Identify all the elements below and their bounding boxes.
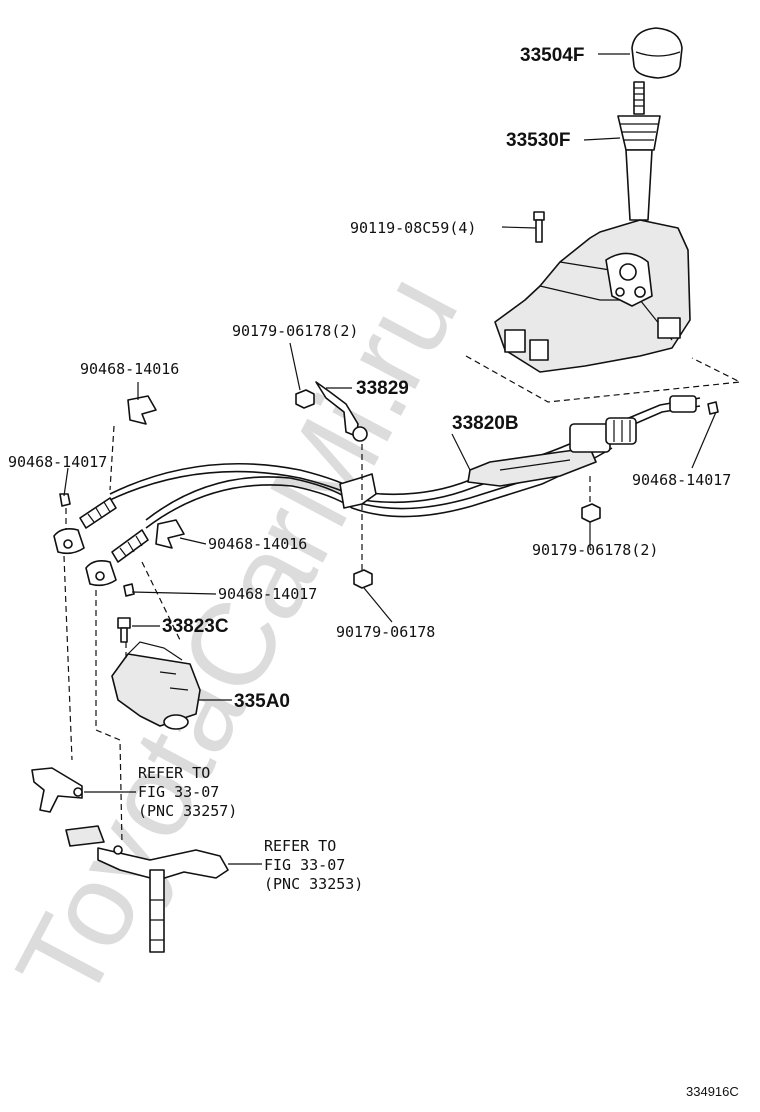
label-clip-left: 90468-14017 [8, 453, 107, 471]
ref1-line3: (PNC 33257) [138, 802, 237, 820]
ref1-line1: REFER TO [138, 764, 210, 782]
cable-end-left-1 [53, 497, 117, 555]
label-bracket-335a0: 335A0 [234, 691, 290, 712]
shift-lever-rod [633, 81, 645, 115]
bolt-33823c [117, 617, 131, 643]
leader-lines [63, 53, 717, 865]
dash-3 [109, 425, 115, 491]
shift-boot [617, 115, 661, 221]
shift-knob [631, 27, 683, 79]
dash-2 [95, 590, 123, 845]
dash-1 [63, 555, 73, 761]
ref1-line2: FIG 33-07 [138, 783, 219, 801]
label-boot: 33530F [506, 130, 570, 151]
label-clip-lower: 90468-14017 [218, 585, 317, 603]
clips [59, 395, 719, 597]
figure-code: 334916C [686, 1084, 739, 1099]
shift-lever-trans [65, 825, 229, 953]
ref2-line1: REFER TO [264, 837, 336, 855]
label-bolt-base: 90119-08C59(4) [350, 219, 476, 237]
label-nut-bracket-top: 90179-06178(2) [232, 322, 358, 340]
cable-end-left-2 [85, 529, 149, 587]
select-lever [31, 767, 83, 813]
cable-bracket-33820b [467, 447, 597, 487]
base-bolt [533, 211, 545, 243]
cable-end-right [569, 395, 697, 453]
label-clip-right: 90468-14017 [632, 471, 731, 489]
label-plate-33829: 33829 [356, 378, 409, 399]
label-cable-assy: 33820B [452, 413, 519, 434]
ref2-line2: FIG 33-07 [264, 856, 345, 874]
ref2-line3: (PNC 33253) [264, 875, 363, 893]
plate-33829-part [315, 381, 368, 442]
shift-lever-base [494, 219, 691, 373]
label-clip-middle: 90468-14016 [208, 535, 307, 553]
label-bolt-33823c: 33823C [162, 616, 229, 637]
cable-clamp-middle [339, 473, 377, 509]
nut-top [295, 389, 315, 409]
label-nut-right: 90179-06178(2) [532, 541, 658, 559]
label-clip-top-left: 90468-14016 [80, 360, 179, 378]
label-nut-middle: 90179-06178 [336, 623, 435, 641]
bracket-335a0-part [111, 641, 201, 730]
base-dashed-outline [465, 355, 743, 403]
label-knob: 33504F [520, 45, 584, 66]
dash-4 [141, 561, 181, 641]
